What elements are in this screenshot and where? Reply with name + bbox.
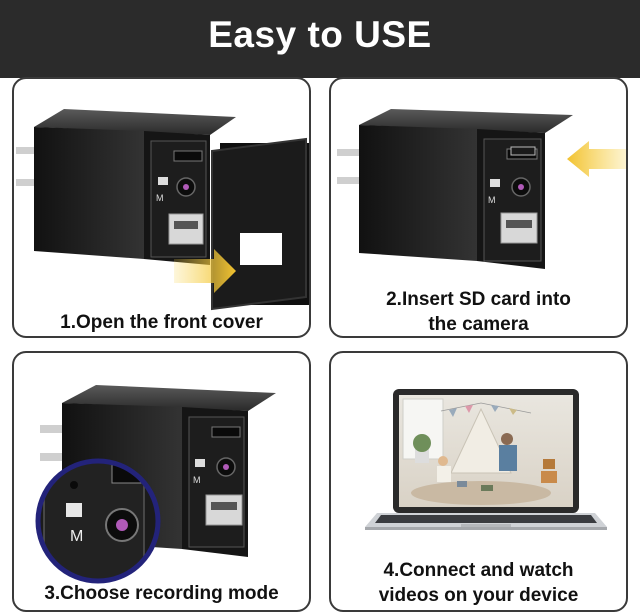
step-panel-2: M 2.Insert SD card into the camera: [329, 77, 628, 338]
plug-prong: [337, 177, 361, 184]
step-caption-line: 1.Open the front cover: [60, 312, 263, 333]
step-caption: 4.Connect and watch videos on your devic…: [331, 558, 626, 608]
arrow-icon: [567, 141, 626, 177]
mode-switch-label-zoomed: M: [70, 528, 83, 545]
magnifier-ring: [35, 458, 161, 584]
camera-insert-sd-illustration: M: [337, 109, 626, 269]
plug-prong: [40, 425, 64, 433]
step-panel-1: M 1.Open the front cover: [12, 77, 311, 338]
header-banner: Easy to USE: [0, 0, 640, 78]
plug-prong: [16, 147, 34, 154]
mode-switch-label: M: [488, 195, 496, 205]
camera-mode-switch-illustration: M M: [35, 385, 276, 584]
plug-prong: [16, 179, 34, 186]
mode-switch-label: M: [193, 475, 201, 485]
sd-card: [510, 146, 536, 156]
step-caption: 1.Open the front cover: [14, 310, 309, 335]
step-panel-4: 4.Connect and watch videos on your devic…: [329, 351, 628, 612]
mode-switch-label: M: [156, 193, 164, 203]
step-caption-line: 3.Choose recording mode: [44, 583, 279, 604]
plug-prong: [40, 453, 64, 461]
step-caption: 2.Insert SD card into the camera: [331, 287, 626, 336]
laptop-watch-video-illustration: [365, 389, 607, 530]
step-caption-line: videos on your device: [378, 585, 579, 606]
step-caption: 3.Choose recording mode: [14, 581, 309, 606]
step-caption-line: the camera: [428, 314, 529, 335]
arrow-icon: [174, 249, 236, 293]
step-caption-line: 2.Insert SD card into: [386, 289, 571, 310]
step-caption-line: 4.Connect and watch: [383, 560, 574, 581]
page-title: Easy to USE: [208, 14, 432, 55]
plug-prong: [337, 149, 361, 156]
step-panel-3: M M 3.Choose recording mode: [12, 351, 311, 612]
camera-open-cover-illustration: M: [16, 109, 309, 311]
